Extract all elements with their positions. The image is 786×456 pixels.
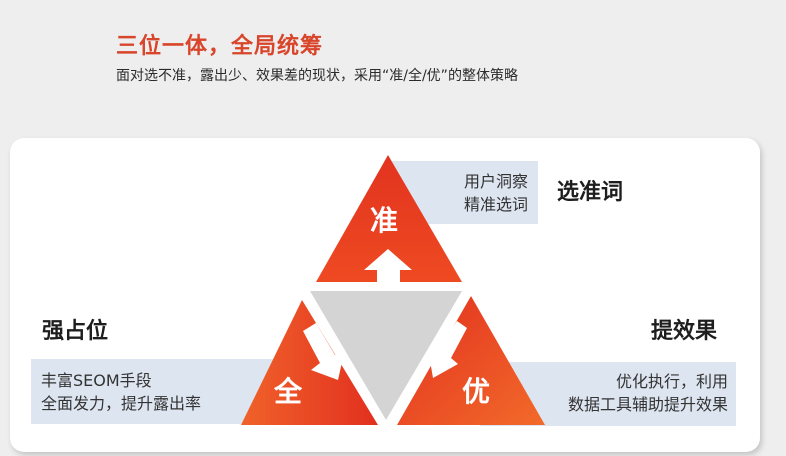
top-heading: 选准词 [557,180,624,205]
top-description-line-1: 用户洞察 [463,172,528,191]
right-heading: 提效果 [651,319,718,344]
page-title: 三位一体，全局统筹 [116,34,324,59]
top-triangle [316,155,462,282]
left-description-line-2: 全面发力，提升露出率 [41,394,202,413]
right-description-line-1: 优化执行，利用 [615,372,728,391]
page-subtitle: 面对选不准，露出少、效果差的现状，采用“准/全/优”的整体策略 [116,68,518,84]
top-description-line-2: 精准选词 [463,195,528,214]
arrow-up-icon [364,249,412,282]
right-description-line-2: 数据工具辅助提升效果 [567,395,728,414]
arrow-down-left-icon [303,323,345,380]
left-heading: 强占位 [42,319,109,344]
right-triangle-label: 优 [462,375,491,408]
arrow-down-right-icon [428,321,467,378]
center-triangle [310,291,462,420]
left-description-line-1: 丰富SEOM手段 [41,371,152,390]
top-triangle-label: 准 [370,204,399,237]
left-triangle [241,300,378,425]
left-triangle-label: 全 [274,375,303,408]
right-triangle [397,296,545,425]
